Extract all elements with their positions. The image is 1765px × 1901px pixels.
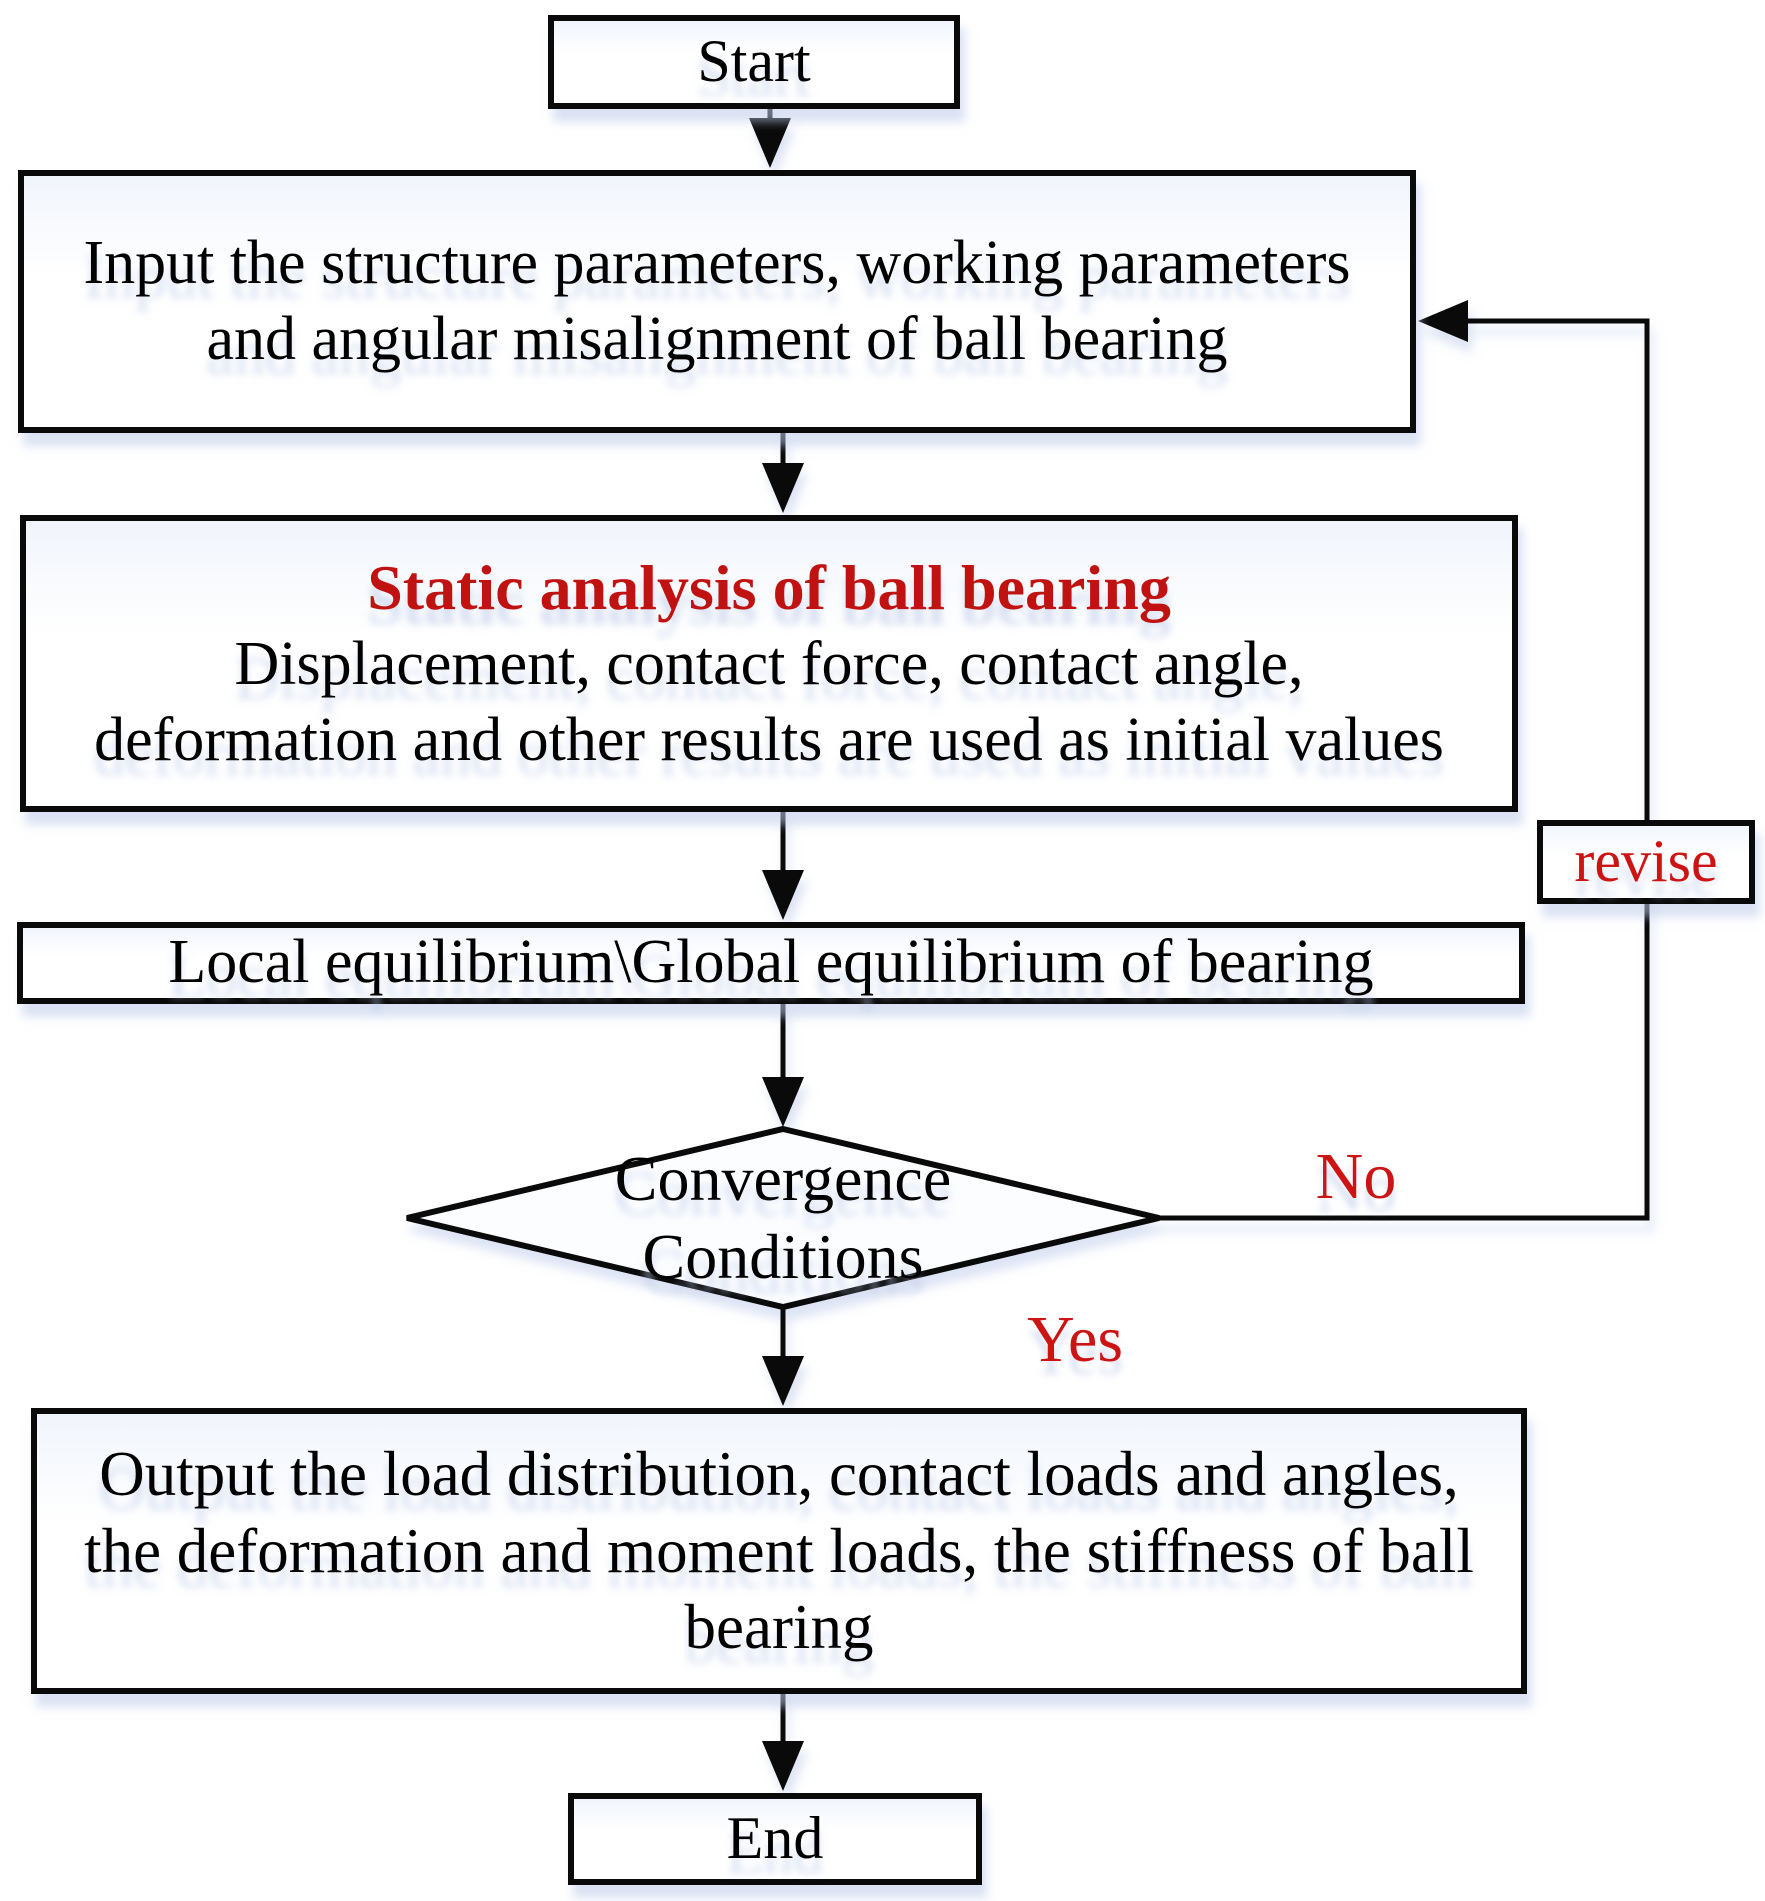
- input-parameters-text: Input the structure parameters, working …: [83, 228, 1351, 373]
- feedback-connector-line: [1157, 318, 1650, 1221]
- equilibrium-label: Local equilibrium\Global equilibrium of …: [168, 928, 1374, 997]
- feedback-arrowhead-left: [1418, 300, 1468, 342]
- output-results-text: Output the load distribution, contact lo…: [84, 1438, 1474, 1663]
- arrowhead-into-decision: [762, 1077, 804, 1127]
- edge-label-yes-text: Yes: [1026, 1303, 1124, 1376]
- node-equilibrium: Local equilibrium\Global equilibrium of …: [17, 922, 1525, 1004]
- node-start: Start: [548, 15, 960, 109]
- node-output-results: Output the load distribution, contact lo…: [31, 1408, 1527, 1694]
- static-analysis-body: Displacement, contact force, contact ang…: [94, 629, 1444, 774]
- node-input-parameters: Input the structure parameters, working …: [18, 170, 1416, 433]
- arrowhead-into-input: [749, 118, 791, 168]
- decision-diamond-shape: [406, 1125, 1160, 1311]
- decision-label: Convergence Conditions: [483, 1143, 1083, 1292]
- node-end: End: [568, 1793, 982, 1885]
- static-analysis-heading: Static analysis of ball bearing: [367, 551, 1171, 623]
- edge-label-no: No: [1276, 1140, 1436, 1213]
- arrowhead-into-static: [762, 463, 804, 513]
- decision-label-text: Convergence Conditions: [614, 1142, 952, 1292]
- arrowhead-into-equilibrium: [762, 870, 804, 920]
- revise-label: revise: [1574, 828, 1718, 895]
- arrowhead-into-end: [762, 1741, 804, 1791]
- edge-label-yes: Yes: [990, 1303, 1160, 1376]
- node-revise: revise: [1537, 820, 1755, 904]
- start-label: Start: [697, 28, 811, 95]
- edge-label-no-text: No: [1315, 1140, 1397, 1213]
- arrowhead-into-output: [762, 1356, 804, 1406]
- node-static-analysis: Static analysis of ball bearing Displace…: [20, 515, 1518, 812]
- end-label: End: [726, 1805, 824, 1872]
